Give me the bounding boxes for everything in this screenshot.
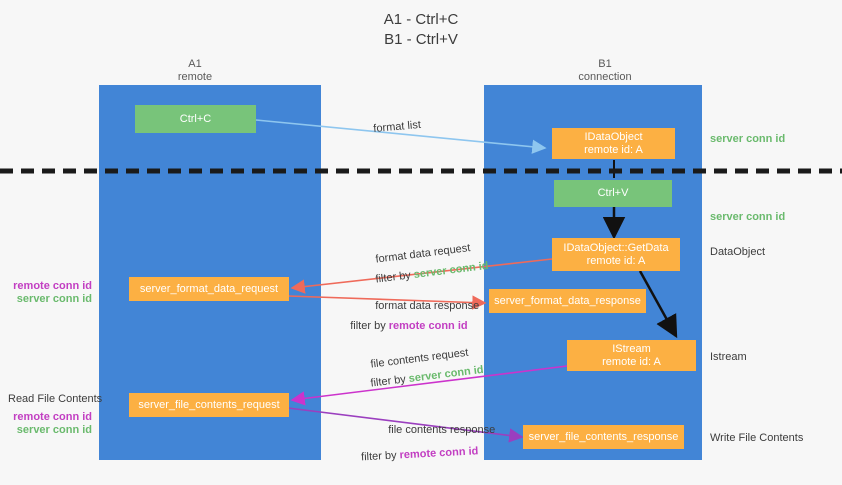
filter-prefix: filter by (350, 320, 389, 332)
left-label-remote-conn-id-2: remote conn id (13, 411, 92, 423)
edge-label-format-data-response: format data response (363, 285, 479, 327)
column-header-a1: A1 remote (177, 58, 213, 83)
right-label-istream: Istream (710, 351, 747, 363)
edge-label-file-contents-response-filter: filter by remote conn id (348, 430, 480, 479)
edge-label-format-data-response-filter: filter by remote conn id (338, 305, 468, 347)
right-label-server-conn-id-top: server conn id (710, 133, 786, 145)
right-label-server-conn-id-second: server conn id (710, 211, 786, 223)
filter-value-server-conn-id: server conn id (408, 363, 485, 385)
filter-prefix: filter by (360, 449, 400, 464)
filter-value-remote-conn-id: remote conn id (388, 320, 468, 332)
column-header-b1: B1 connection (578, 58, 632, 83)
filter-prefix: filter by (369, 373, 410, 390)
box-istream[interactable]: IStream remote id: A (567, 340, 696, 371)
left-label-read-file-contents: Read File Contents (8, 393, 103, 405)
filter-value-remote-conn-id: remote conn id (399, 445, 479, 462)
box-ctrl-v[interactable]: Ctrl+V (554, 180, 672, 207)
edge-label-file-contents-response: file contents response (376, 409, 495, 451)
right-label-dataobject: DataObject (710, 246, 766, 258)
box-server-format-data-response[interactable]: server_format_data_response (489, 289, 646, 313)
left-label-server-conn-id-2: server conn id (16, 424, 92, 436)
right-label-write-file-contents: Write File Contents (710, 432, 804, 444)
filter-value-server-conn-id: server conn id (413, 259, 490, 281)
box-server-format-data-request[interactable]: server_format_data_request (129, 277, 289, 301)
box-server-file-contents-response[interactable]: server_file_contents_response (523, 425, 684, 449)
box-server-file-contents-request[interactable]: server_file_contents_request (129, 393, 289, 417)
left-label-remote-conn-id-1: remote conn id (13, 280, 92, 292)
edge-label-format-data-response-text: format data response (375, 300, 480, 312)
box-ctrl-c[interactable]: Ctrl+C (135, 105, 256, 133)
page-title: A1 - Ctrl+C B1 - Ctrl+V (383, 11, 459, 48)
filter-prefix: filter by (374, 269, 415, 286)
box-idataobject-remote[interactable]: IDataObject remote id: A (552, 128, 675, 159)
edge-label-file-contents-response-text: file contents response (388, 424, 496, 436)
left-label-server-conn-id-1: server conn id (16, 293, 92, 305)
box-idataobject-getdata[interactable]: IDataObject::GetData remote id: A (552, 238, 680, 271)
